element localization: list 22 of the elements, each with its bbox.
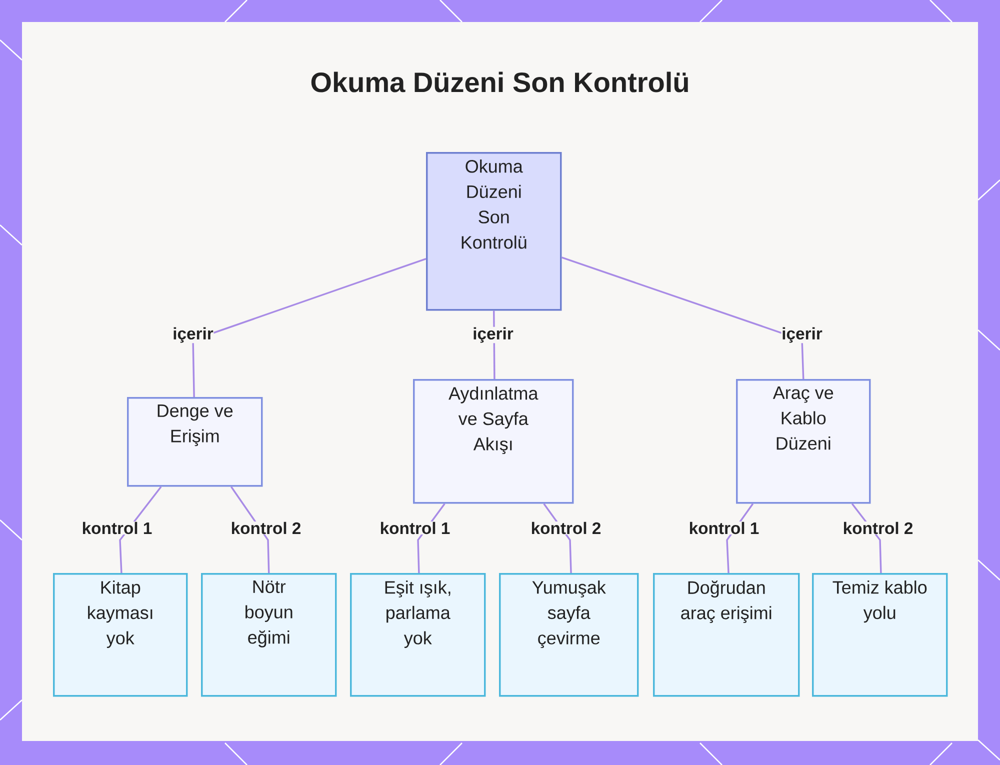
process-box: Doğrudan araç erişimi: [653, 573, 800, 697]
process-box: Araç ve Kablo Düzeni: [736, 379, 871, 504]
edge-label: kontrol 2: [842, 521, 914, 535]
edge-label: içerir: [172, 326, 214, 344]
edge-label: içerir: [472, 326, 514, 344]
connector-line: [561, 256, 804, 380]
process-box: Eşit ışık, parlama yok: [350, 573, 486, 697]
edge-label: içerir: [781, 326, 823, 344]
connector-line: [192, 258, 426, 398]
edge-label: kontrol 2: [230, 521, 302, 535]
process-box: Aydınlatma ve Sayfa Akışı: [413, 379, 574, 504]
title: Okuma Düzeni Son Kontrolü: [311, 72, 688, 92]
process-box: Temiz kablo yolu: [812, 573, 948, 697]
process-box: Yumuşak sayfa çevirme: [499, 573, 639, 697]
edge-label: kontrol 1: [688, 521, 760, 535]
edge-label: kontrol 1: [81, 521, 153, 535]
process-box: Okuma Düzeni Son Kontrolü: [426, 152, 562, 311]
process-box: Kitap kayması yok: [53, 573, 188, 697]
edge-label: kontrol 1: [379, 521, 451, 535]
process-box: Denge ve Erişim: [127, 397, 263, 487]
process-box: Nötr boyun eğimi: [201, 573, 337, 697]
edge-label: kontrol 2: [530, 521, 602, 535]
